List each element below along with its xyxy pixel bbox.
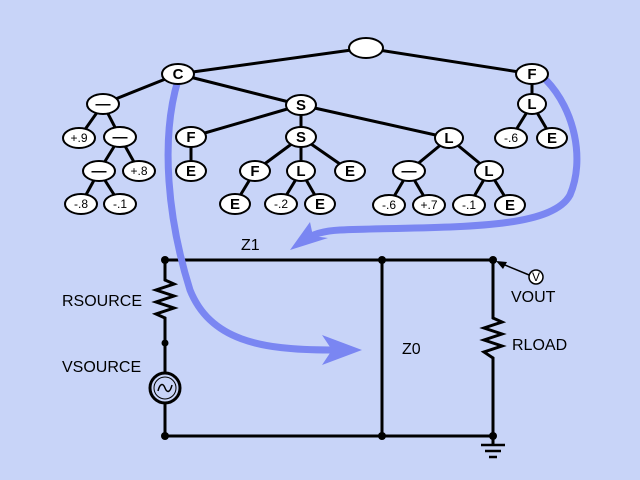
svg-text:L: L [527, 96, 536, 113]
tree-node-plus-8: +.8 [122, 160, 156, 182]
z0-label: Z0 [402, 341, 421, 358]
tree-node-neg-6b: -.6 [372, 194, 406, 216]
tree-node-minus-4: — [392, 160, 426, 182]
svg-text:—: — [113, 129, 128, 146]
svg-text:+.8: +.8 [130, 164, 147, 178]
tree-node-l-2: L [286, 160, 316, 182]
tree-node-neg-2: -.2 [264, 193, 298, 215]
flow-arrows [164, 76, 581, 365]
tree-node-e-3: E [219, 193, 251, 215]
ground-icon [481, 443, 505, 459]
svg-text:-.6: -.6 [382, 198, 396, 212]
arrow-c-to-z0 [164, 76, 334, 354]
svg-text:S: S [296, 129, 306, 146]
svg-text:L: L [484, 163, 493, 180]
tree-node-l-top-right: E [536, 127, 568, 149]
tree-node-minus-1: — [86, 93, 120, 115]
svg-text:-.6: -.6 [504, 131, 518, 145]
tree-nodes: C F L -.6 E — +.9 — [62, 37, 568, 216]
svg-text:F: F [250, 163, 259, 180]
svg-text:-.2: -.2 [274, 197, 288, 211]
tree-node-l-3: L [434, 127, 464, 149]
tree-node-plus-7: +.7 [412, 194, 446, 216]
tree-node-plus-9: +.9 [62, 127, 96, 149]
rload-resistor [479, 316, 507, 360]
svg-text:F: F [527, 66, 536, 83]
tree-node-l-4: L [474, 160, 504, 182]
svg-text:—: — [96, 96, 111, 113]
tree-node-e-5: E [334, 160, 366, 182]
svg-text:-.1: -.1 [462, 198, 476, 212]
svg-text:E: E [547, 130, 557, 147]
voltmeter-probe: V [496, 261, 544, 285]
svg-text:E: E [315, 196, 325, 213]
svg-text:S: S [296, 97, 306, 114]
tree-node-f-3: F [239, 160, 271, 182]
tree-node-e-6: E [494, 194, 526, 216]
svg-text:F: F [186, 129, 195, 146]
tree-node-e-4: E [304, 193, 336, 215]
tree-node-c: C [161, 63, 195, 85]
circuit-labels: Z1 Z0 RSOURCE VSOURCE RLOAD VOUT [62, 237, 567, 376]
tree-node-s-2: S [285, 126, 317, 148]
voltmeter-icon [528, 269, 544, 285]
z1-label: Z1 [241, 237, 260, 254]
svg-text:E: E [230, 196, 240, 213]
tree-node-f-top: F [515, 63, 549, 85]
svg-text:—: — [402, 163, 417, 180]
tree-node-root [348, 37, 384, 59]
junction-dots [161, 256, 497, 440]
circuit-wires [151, 258, 507, 446]
tree-node-l-top-left: -.6 [494, 127, 528, 149]
svg-text:L: L [444, 130, 453, 147]
arrow-f-to-z1 [301, 76, 581, 244]
vsource-icon [148, 371, 182, 405]
svg-text:E: E [345, 163, 355, 180]
svg-text:+.9: +.9 [70, 131, 87, 145]
svg-text:—: — [92, 163, 107, 180]
svg-text:E: E [186, 163, 196, 180]
rload-label: RLOAD [512, 337, 567, 354]
tree-node-minus-2: — [103, 126, 137, 148]
vsource-label: VSOURCE [62, 359, 141, 376]
voltmeter-label: V [532, 270, 540, 284]
svg-text:E: E [505, 197, 515, 214]
tree-node-neg-1b: -.1 [452, 194, 486, 216]
tree-node-f-2: F [175, 126, 207, 148]
svg-text:-.1: -.1 [113, 197, 127, 211]
tree-node-s-1: S [285, 94, 317, 116]
svg-text:+.7: +.7 [420, 198, 437, 212]
rsource-resistor [151, 278, 179, 320]
svg-text:L: L [296, 163, 305, 180]
vout-label: VOUT [511, 289, 556, 306]
tree-node-neg-8: -.8 [64, 193, 98, 215]
tree-node-e-2: E [175, 160, 207, 182]
svg-text:C: C [173, 66, 184, 83]
tree-node-l-top: L [517, 93, 547, 115]
svg-text:-.8: -.8 [74, 197, 88, 211]
tree-node-neg-1a: -.1 [103, 193, 137, 215]
tree-node-minus-3: — [82, 160, 116, 182]
rsource-label: RSOURCE [62, 293, 142, 310]
